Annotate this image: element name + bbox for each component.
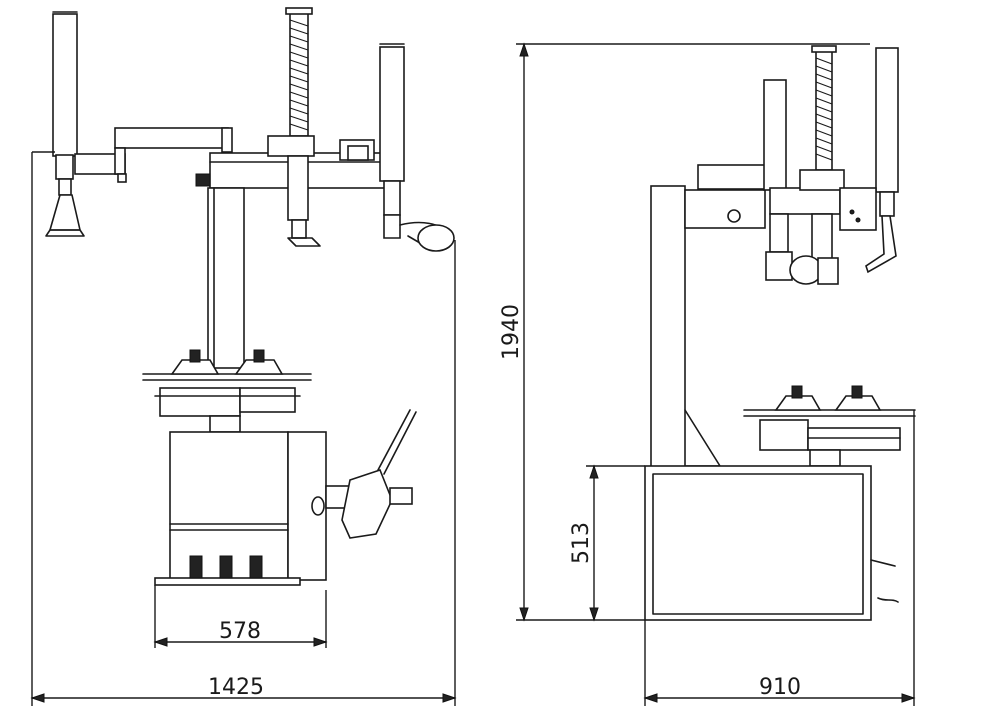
dim-1940: 1940 xyxy=(499,42,870,622)
side-spring-column xyxy=(815,49,833,171)
side-right-column xyxy=(875,47,899,193)
dim-1425-label: 1425 xyxy=(208,675,264,700)
side-head-beam xyxy=(684,189,766,229)
front-base-plate xyxy=(154,577,301,586)
bead-breaker-lever xyxy=(377,409,411,471)
dim-578-label: 578 xyxy=(219,619,261,644)
dim-910-label: 910 xyxy=(759,675,801,700)
right-clamp xyxy=(234,359,284,375)
beam-knob xyxy=(195,173,211,187)
dim-1940-label: 1940 xyxy=(499,304,524,360)
left-arm-column xyxy=(52,13,78,157)
pedal-2 xyxy=(219,555,233,579)
dim-578: 578 xyxy=(153,585,328,648)
dim-513-label: 513 xyxy=(569,522,594,564)
mount-head xyxy=(287,237,321,247)
side-rear-column xyxy=(650,185,686,469)
side-bead-pusher xyxy=(865,215,897,274)
pedal-3 xyxy=(249,555,263,579)
bead-breaker-blade xyxy=(341,469,393,539)
pedal-1 xyxy=(189,555,203,579)
side-cabinet xyxy=(644,465,872,621)
dim-513: 513 xyxy=(569,464,645,622)
dim-1425: 1425 xyxy=(30,151,457,706)
right-arm-column xyxy=(379,46,405,182)
side-arm-column xyxy=(763,79,787,191)
left-bead-pusher xyxy=(48,194,82,231)
front-cabinet xyxy=(169,431,289,581)
turntable-cylinder xyxy=(159,387,241,417)
side-control-box xyxy=(839,187,877,231)
upper-arm-beam xyxy=(114,127,229,149)
center-head-block xyxy=(267,135,315,157)
dim-910: 910 xyxy=(643,410,916,706)
front-view xyxy=(45,7,455,586)
left-clamp xyxy=(170,359,220,375)
left-arm-joint xyxy=(55,154,74,180)
side-turntable-cylinder xyxy=(807,427,901,451)
side-view xyxy=(644,45,916,621)
